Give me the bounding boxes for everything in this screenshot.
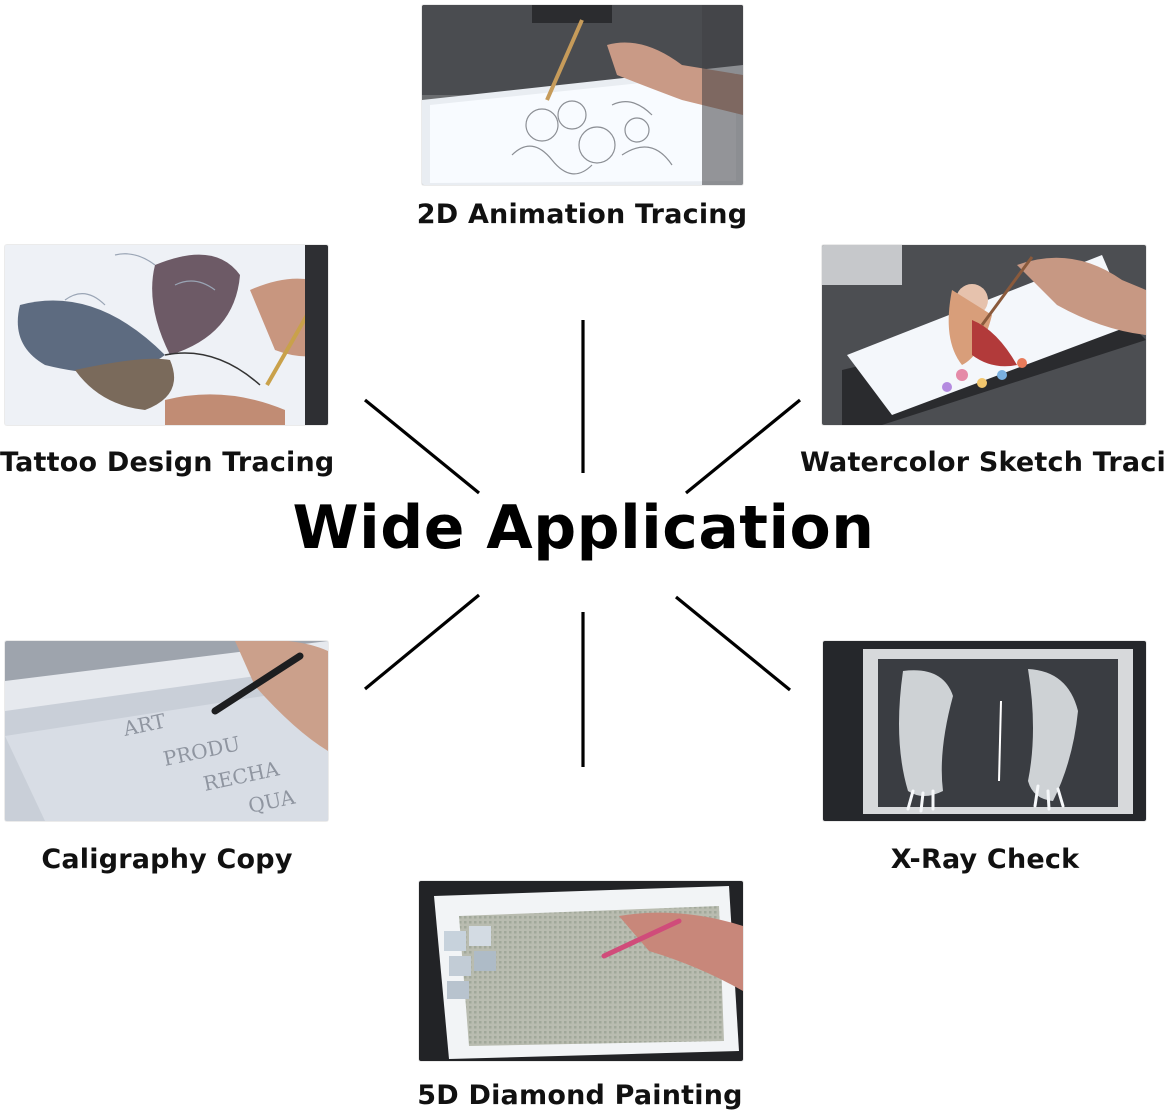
xray-check-photo bbox=[823, 641, 1146, 821]
tattoo-tracing-photo bbox=[5, 245, 328, 425]
ray-line-top-right bbox=[684, 398, 802, 495]
xray-check-label: X-Ray Check bbox=[890, 844, 1080, 875]
ray-line-top-left bbox=[363, 398, 481, 495]
calligraphy-copy-photo: ART PRODU RECHA QUA bbox=[5, 641, 328, 821]
calligraphy-copy-label: Caligraphy Copy bbox=[41, 844, 293, 875]
animation-tracing-label: 2D Animation Tracing bbox=[416, 199, 748, 230]
diamond-painting-label: 5D Diamond Painting bbox=[417, 1080, 743, 1111]
ray-line-bottom-right bbox=[674, 595, 792, 692]
ray-line-bottom-left bbox=[363, 593, 481, 691]
animation-tracing-photo bbox=[422, 5, 743, 185]
watercolor-tracing-photo bbox=[822, 245, 1146, 425]
tattoo-tracing-label: Tattoo Design Tracing bbox=[0, 447, 335, 478]
page-title: Wide Application bbox=[292, 493, 875, 563]
watercolor-tracing-label: Watercolor Sketch Tracing bbox=[800, 447, 1167, 478]
diamond-painting-photo bbox=[419, 881, 743, 1061]
